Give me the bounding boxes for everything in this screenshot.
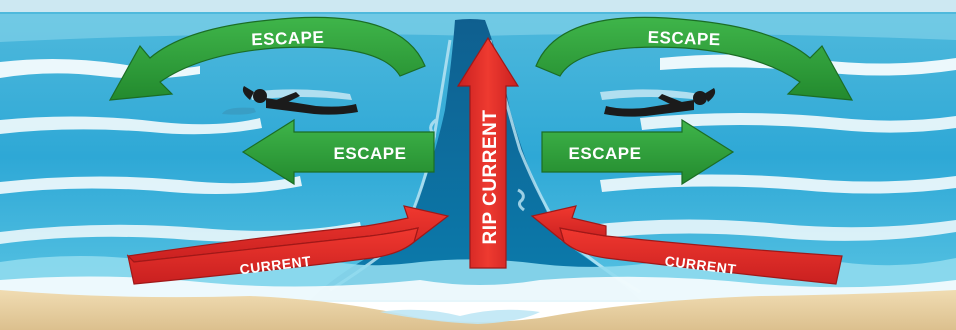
swimmer-icon [604, 88, 716, 117]
sand [0, 290, 956, 330]
escape-label-mid-left: ESCAPE [334, 144, 407, 163]
escape-arrow-mid-right [541, 118, 735, 186]
shore-foam [0, 276, 956, 302]
escape-label-top-right: ESCAPE [647, 28, 721, 50]
sand-wash [380, 309, 540, 324]
current-arrow-right [530, 205, 607, 244]
rip-current-label: RIP CURRENT [480, 110, 501, 245]
escape-arrow-top-left [108, 16, 426, 101]
escape-label-top-left: ESCAPE [251, 28, 325, 50]
current-arrow-left-body [126, 227, 419, 285]
escape-label-mid-right: ESCAPE [569, 144, 642, 163]
wave-foam [0, 54, 956, 244]
swimmer-icon [222, 86, 358, 115]
escape-arrow-top-right [535, 16, 854, 101]
rip-current-arrow [456, 36, 520, 269]
sky [0, 0, 956, 14]
escape-arrow-mid-left [241, 118, 435, 186]
